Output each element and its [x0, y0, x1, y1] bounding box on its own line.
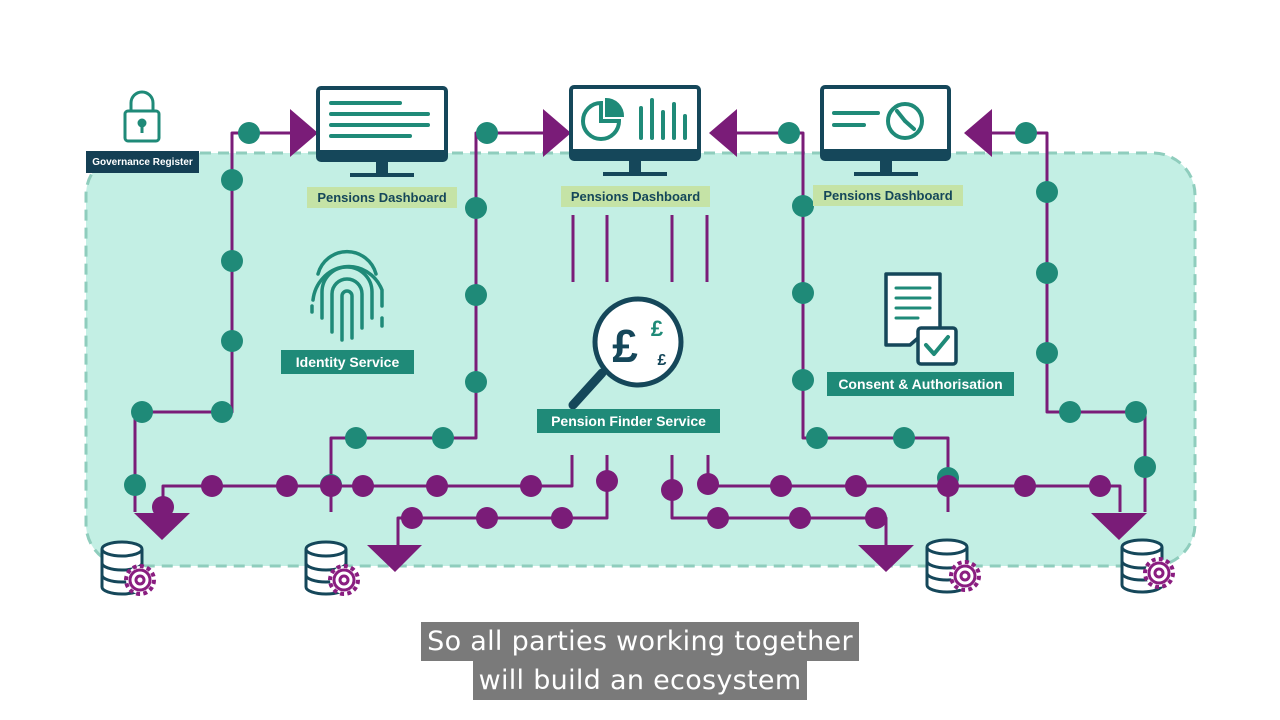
- pound-symbol-small-bottom: £: [658, 352, 667, 369]
- arrow-right: [543, 109, 571, 157]
- caption-line-1: So all parties working together: [421, 622, 859, 661]
- monitor-gauge-icon: [820, 85, 951, 176]
- monitor-text-icon: [316, 86, 448, 177]
- arrow-down: [367, 545, 422, 572]
- arrow-left: [709, 109, 737, 157]
- fingerprint-icon: [310, 249, 384, 342]
- pensions-dashboard-label-center: Pensions Dashboard: [561, 186, 710, 207]
- arrow-left: [964, 109, 992, 157]
- pound-symbol-small-top: £: [651, 316, 664, 341]
- arrow-right: [290, 109, 318, 157]
- subtitle-caption: So all parties working together will bui…: [0, 622, 1280, 700]
- arrow-down: [858, 545, 914, 572]
- connector-arrows: [134, 109, 1147, 572]
- database-gear-icon-1: [100, 540, 156, 596]
- database-gear-icon-2: [304, 540, 360, 596]
- arrow-down: [1091, 513, 1147, 540]
- pension-finder-service-label: Pension Finder Service: [537, 409, 720, 433]
- padlock-icon: [123, 90, 161, 143]
- governance-register-label: Governance Register: [86, 151, 199, 173]
- purple-nodes: [152, 470, 1111, 529]
- document-check-icon: [884, 272, 958, 366]
- consent-authorisation-label: Consent & Authorisation: [827, 372, 1014, 396]
- pound-symbol-large: £: [612, 320, 638, 372]
- database-gear-icon-3: [925, 538, 981, 594]
- pensions-dashboard-label-right: Pensions Dashboard: [813, 185, 963, 206]
- magnifier-currency-icon: [568, 296, 684, 410]
- database-gear-icon-4: [1120, 538, 1175, 594]
- monitor-chart-icon: [569, 85, 701, 176]
- pensions-dashboard-label-left: Pensions Dashboard: [307, 187, 457, 208]
- caption-line-2: will build an ecosystem: [472, 661, 808, 700]
- arrow-down: [134, 513, 190, 540]
- identity-service-label: Identity Service: [281, 350, 414, 374]
